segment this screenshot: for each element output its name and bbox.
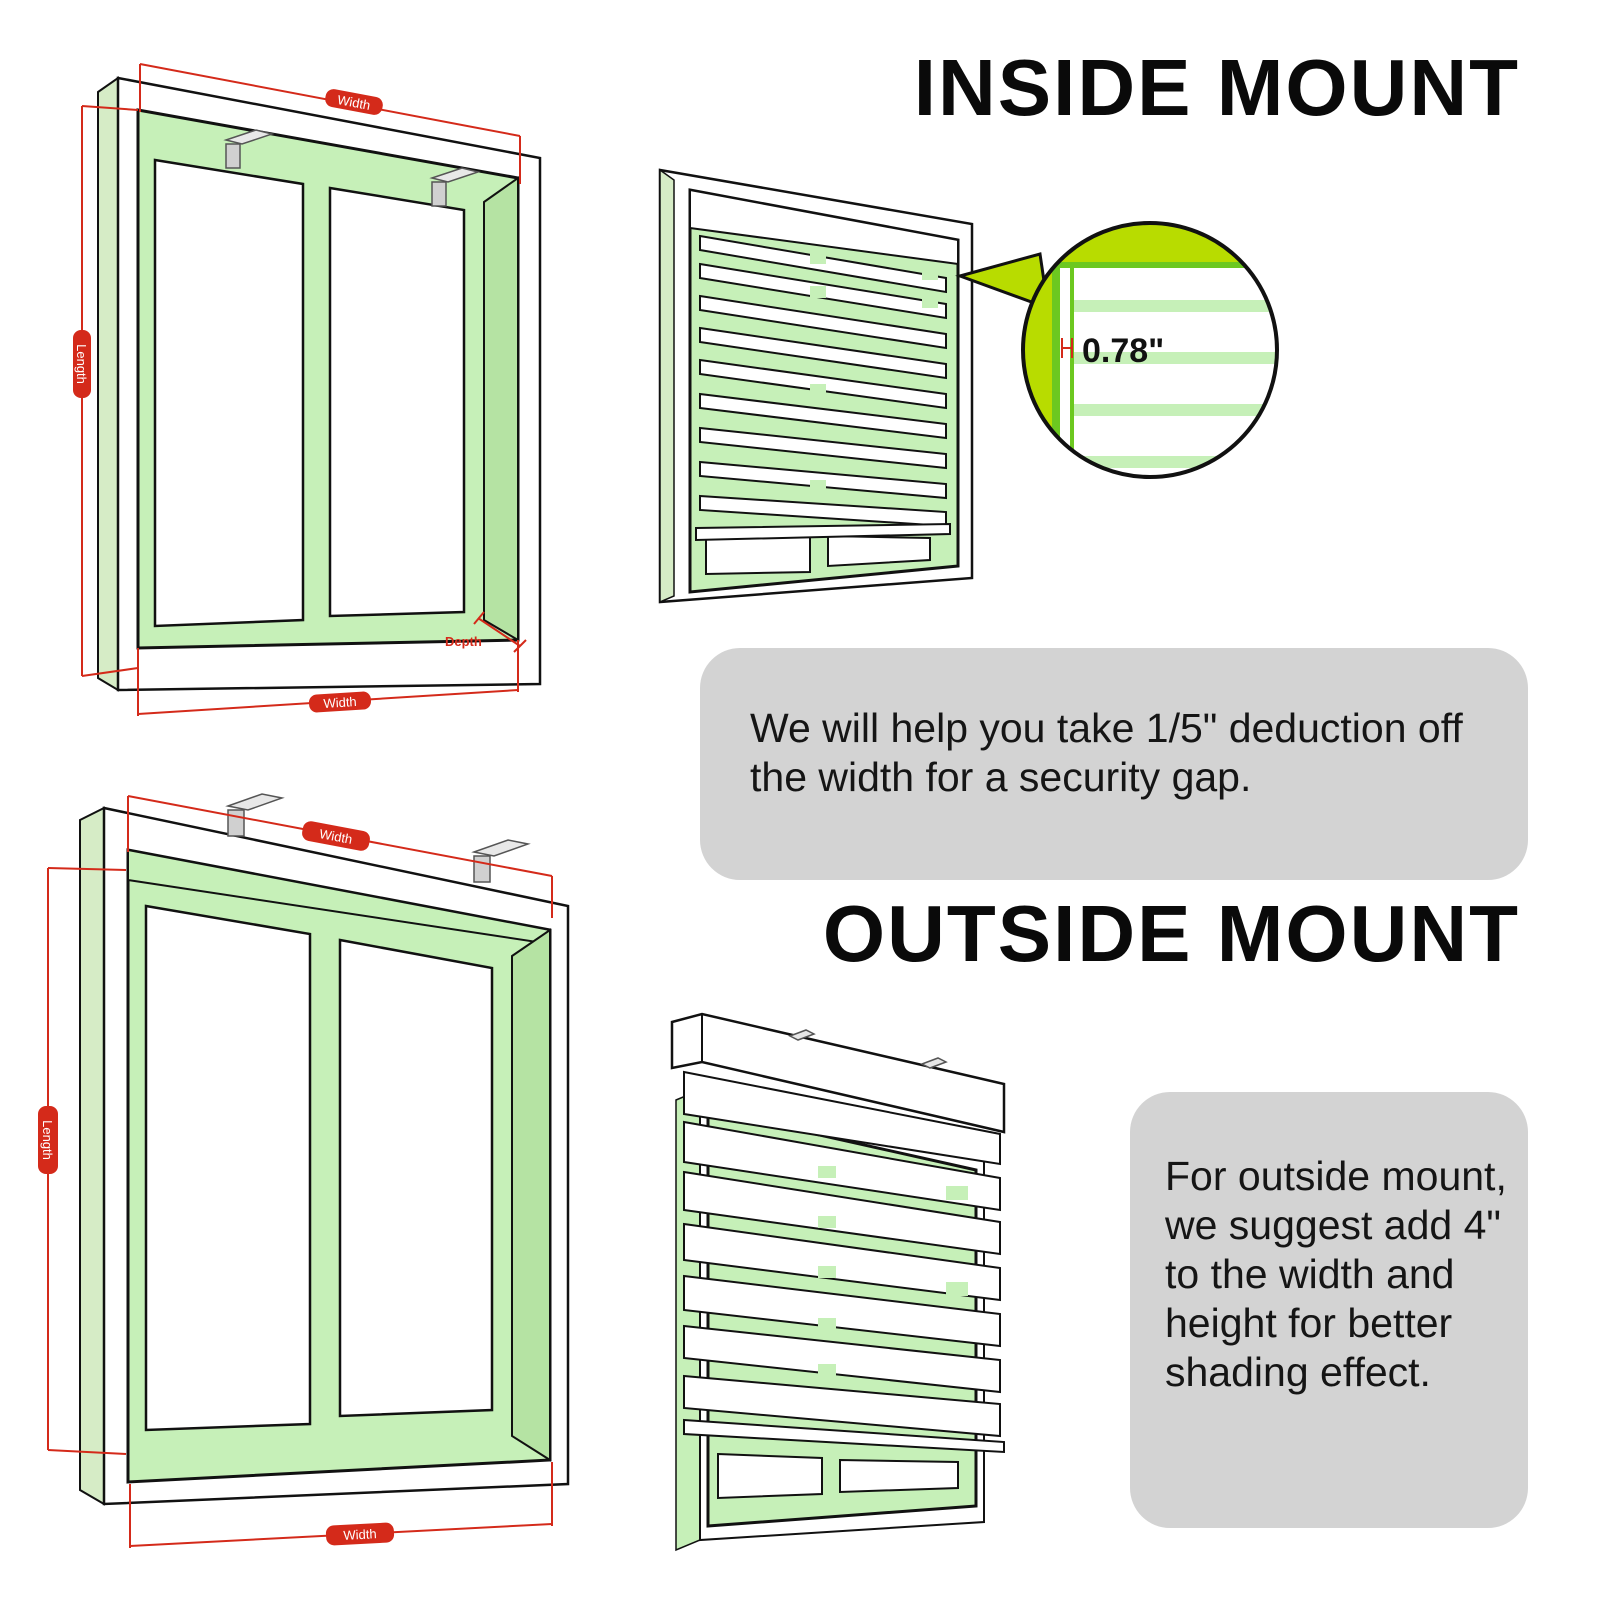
inside-mount-heading: INSIDE MOUNT xyxy=(913,43,1520,132)
depth-dimension xyxy=(473,611,527,653)
width-label-bottom: Width xyxy=(343,1526,377,1543)
mounting-bracket-icon xyxy=(225,793,285,837)
outside-mount-note: For outside mount, we suggest add 4" to … xyxy=(1130,1092,1528,1528)
length-label: Length xyxy=(74,344,89,384)
shade-slats xyxy=(683,1070,1005,1454)
depth-label: Depth xyxy=(445,634,482,649)
outside-mount-shade xyxy=(670,1012,1006,1552)
width-label-top: Width xyxy=(318,826,353,847)
mounting-bracket-icon xyxy=(920,1057,948,1069)
outside-mount-heading: OUTSIDE MOUNT xyxy=(822,889,1520,978)
mounting-bracket-icon xyxy=(223,129,275,169)
width-label-bottom: Width xyxy=(323,694,357,711)
length-label: Length xyxy=(40,1120,55,1160)
mounting-bracket-icon xyxy=(429,167,481,207)
width-label-top: Width xyxy=(336,92,371,113)
mounting-bracket-icon xyxy=(471,839,531,883)
gap-callout: 0.78" xyxy=(955,221,1279,479)
inside-mount-shade xyxy=(658,168,974,604)
inside-mount-note: We will help you take 1/5" deduction off… xyxy=(700,648,1528,880)
outside-measure-window: Width Length Width xyxy=(38,793,570,1548)
gap-measurement-label: 0.78" xyxy=(1082,332,1164,370)
mounting-bracket-icon xyxy=(788,1029,816,1041)
inside-measure-window: Width Length Width Depth xyxy=(73,63,542,716)
